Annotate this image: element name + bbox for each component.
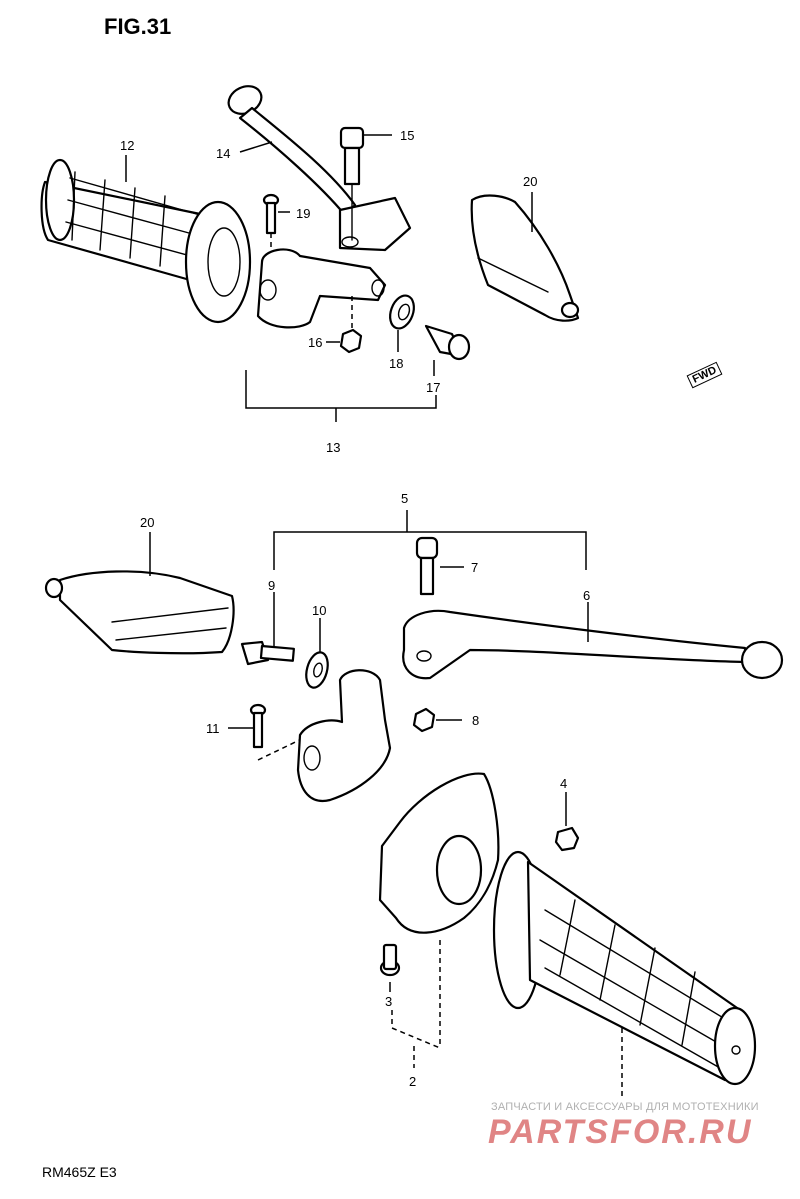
brake-adjuster-bolt [240,640,295,666]
callout-15: 15 [400,128,414,143]
brake-holder-nut [412,707,436,733]
watermark-brand: PARTSFOR.RU [488,1113,753,1151]
clutch-lever-holder [256,248,387,329]
callout-5: 5 [401,491,408,506]
callout-6: 6 [583,588,590,603]
callout-11: 11 [206,721,220,736]
throttle-housing [378,772,500,934]
assembly-bracket-5 [273,531,587,570]
callout-10: 10 [312,603,326,618]
callout-19: 19 [296,206,310,221]
brake-lever-holder [296,669,392,803]
lever-cover-bottom [44,570,235,655]
watermark-subtitle: ЗАПЧАСТИ И АКСЕССУАРЫ ДЛЯ МОТОТЕХНИКИ [491,1101,759,1113]
left-handlebar-grip [40,158,252,324]
callout-3: 3 [385,994,392,1009]
throttle-housing-screw [379,943,401,977]
front-brake-lever [402,609,784,680]
brake-adjuster-lock-nut [305,651,329,689]
adjuster-lock-nut [389,294,415,330]
callout-8: 8 [472,713,479,728]
callout-18: 18 [389,356,403,371]
callout-4: 4 [560,776,567,791]
right-throttle-grip [492,850,757,1086]
callout-20-bottom: 20 [140,515,154,530]
cable-adjuster-bolt [424,324,471,361]
clutch-lever [227,85,412,252]
lever-cover-top [470,194,580,322]
callout-2: 2 [409,1074,416,1089]
model-code: RM465Z E3 [42,1164,117,1180]
callout-7: 7 [471,560,478,575]
throttle-cable-end [554,826,580,852]
callout-20-top: 20 [523,174,537,189]
front-brake-pivot-bolt [415,536,439,596]
assembly-bracket-2 [391,940,441,1049]
callout-9: 9 [268,578,275,593]
leader-14 [239,141,273,153]
callout-12: 12 [120,138,134,153]
holder-screw [262,193,280,262]
callout-13: 13 [326,440,340,455]
figure-title: FIG.31 [104,14,172,39]
callout-14: 14 [216,146,230,161]
callout-16: 16 [308,335,322,350]
callout-17: 17 [426,380,440,395]
lever-pivot-bolt [339,126,365,241]
assembly-bracket-13 [245,370,437,409]
holder-nut [339,296,363,354]
